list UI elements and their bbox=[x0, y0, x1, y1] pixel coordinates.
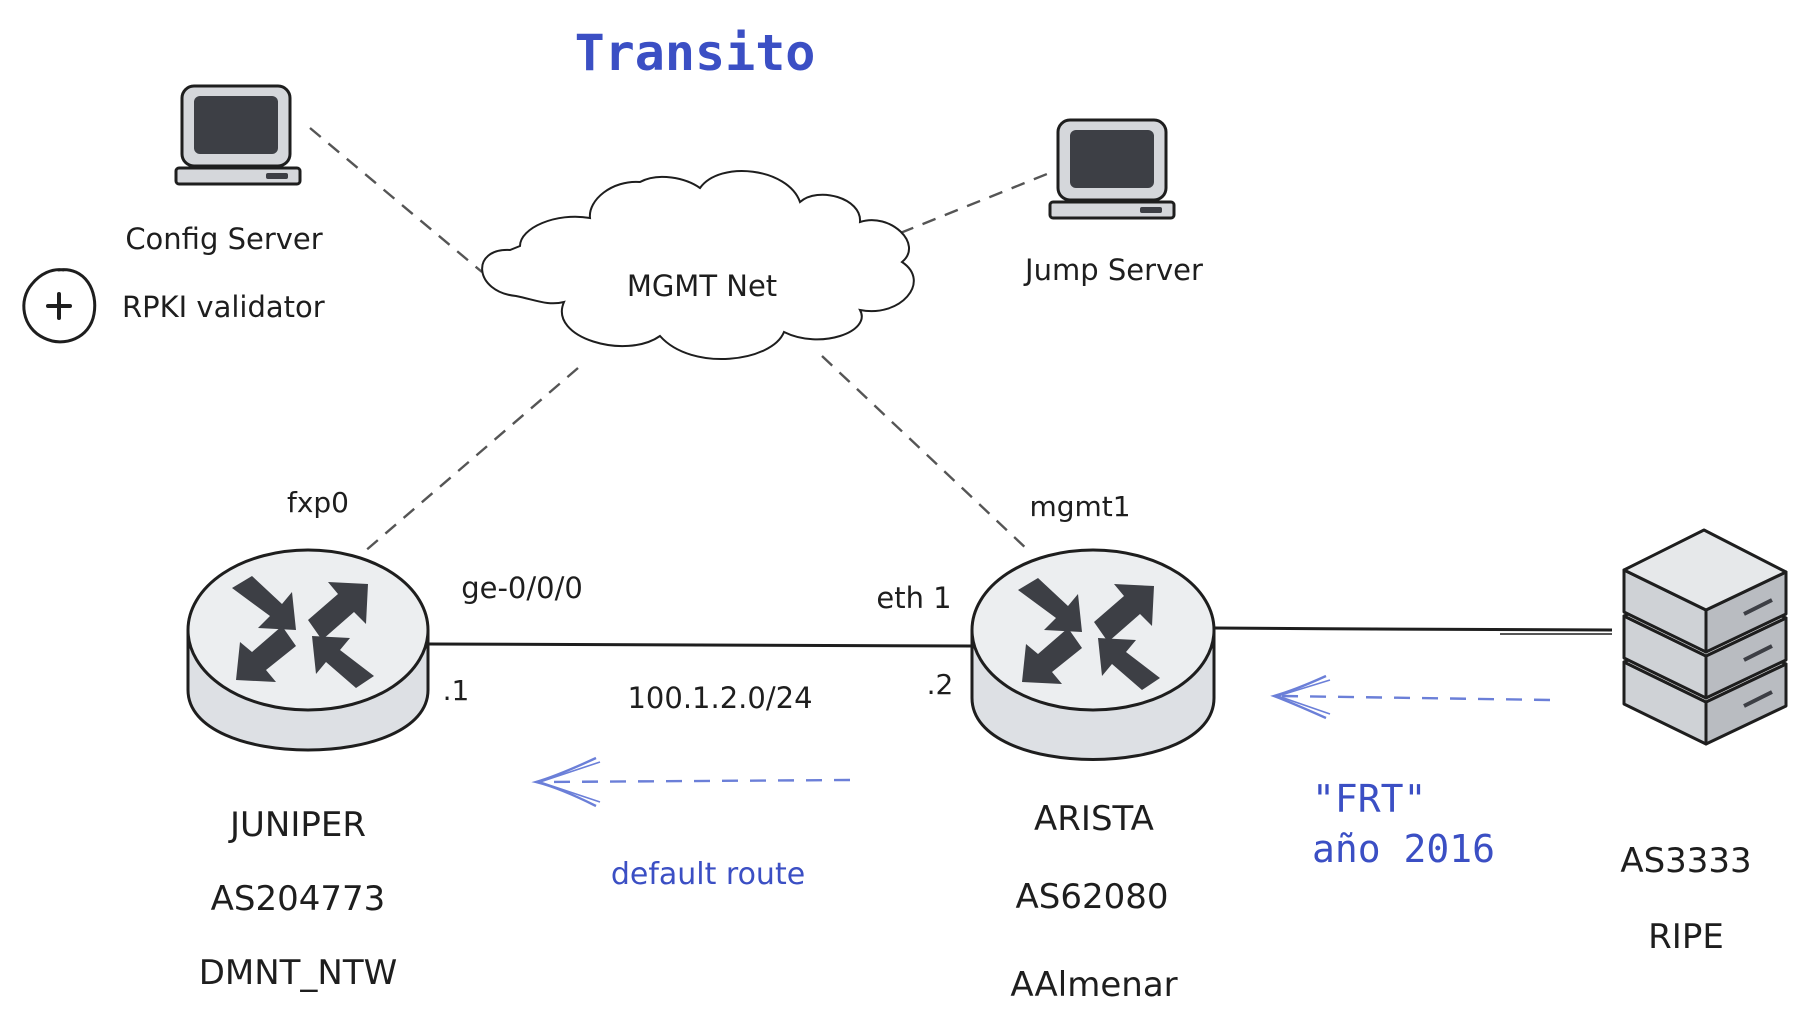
arista-name: ARISTA bbox=[1034, 799, 1154, 839]
ripe-asn: AS3333 bbox=[1620, 841, 1751, 881]
arista-data-interface: eth 1 bbox=[876, 581, 951, 615]
arista-org: AAlmenar bbox=[1010, 965, 1177, 1005]
mgmt-net-label: MGMT Net bbox=[627, 269, 777, 303]
link-config-mgmt bbox=[309, 127, 483, 273]
default-route-arrow bbox=[531, 756, 851, 808]
computer-icon bbox=[174, 84, 302, 186]
ripe-org: RIPE bbox=[1648, 917, 1724, 957]
subnet-label: 100.1.2.0/24 bbox=[627, 681, 812, 715]
rpki-validator-label: RPKI validator bbox=[122, 290, 325, 324]
server-stack-icon bbox=[1622, 528, 1788, 746]
default-route-label: default route bbox=[611, 857, 805, 892]
arista-asn: AS62080 bbox=[1016, 877, 1169, 917]
frt-year-label: año 2016 bbox=[1312, 827, 1495, 871]
link-juniper-arista bbox=[427, 642, 973, 648]
link-juniper-mgmt bbox=[363, 367, 579, 553]
arista-ip: .2 bbox=[927, 668, 954, 701]
link-arista-ripe bbox=[1213, 626, 1613, 632]
plus-circle-icon bbox=[22, 268, 97, 344]
frt-route-arrow bbox=[1270, 674, 1551, 720]
arista-mgmt-interface: mgmt1 bbox=[1029, 490, 1130, 523]
juniper-mgmt-interface: fxp0 bbox=[287, 486, 349, 519]
juniper-asn: AS204773 bbox=[211, 879, 386, 919]
frt-label: "FRT" bbox=[1312, 777, 1426, 821]
router-icon bbox=[186, 548, 430, 752]
diagram-title: Transito bbox=[575, 24, 816, 82]
link-arista-mgmt bbox=[821, 355, 1031, 553]
config-server-label: Config Server bbox=[125, 222, 322, 256]
cloud-icon bbox=[481, 170, 915, 361]
juniper-org: DMNT_NTW bbox=[199, 953, 398, 993]
juniper-data-interface: ge-0/0/0 bbox=[461, 571, 583, 605]
juniper-name: JUNIPER bbox=[228, 805, 366, 845]
link-jump-mgmt bbox=[877, 170, 1053, 244]
jump-server-label: Jump Server bbox=[1023, 253, 1203, 287]
computer-icon bbox=[1048, 118, 1176, 220]
juniper-ip: .1 bbox=[443, 674, 470, 707]
router-icon bbox=[970, 548, 1216, 761]
